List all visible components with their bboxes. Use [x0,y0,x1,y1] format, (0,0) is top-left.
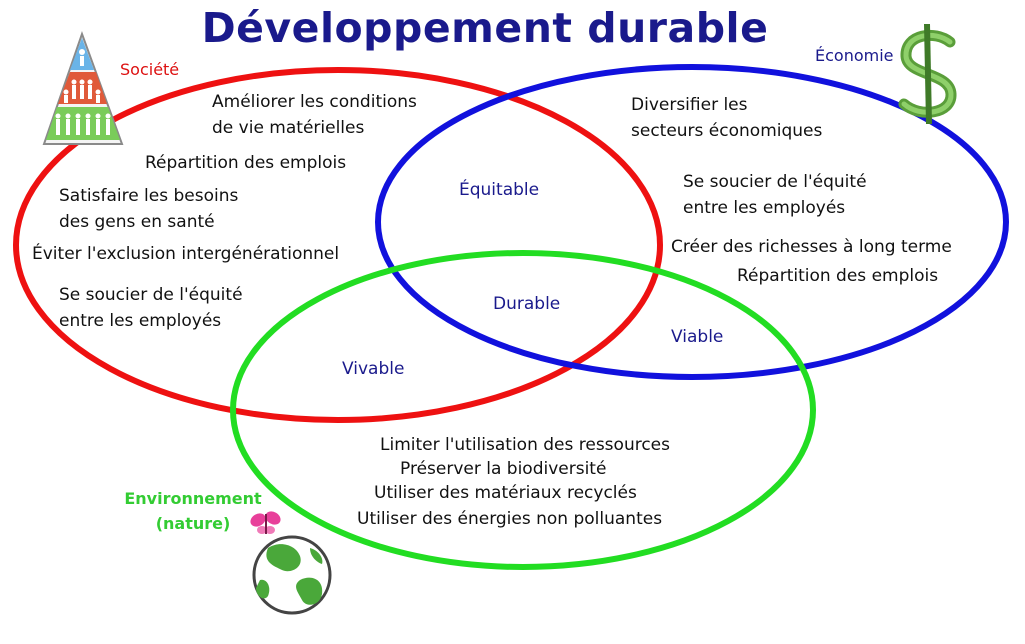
economy-item: Diversifier les [631,95,748,115]
society-label: Société [120,60,180,79]
society-circle [13,67,663,423]
environment-item: Préserver la biodiversité [400,459,607,479]
environment-label: Environnement [124,489,262,508]
economy-item: secteurs économiques [631,121,823,141]
butterfly-icon [250,511,281,534]
society-item: entre les employés [59,311,222,331]
people-pyramid-icon [42,31,124,145]
dollar-sign-icon [898,23,957,125]
economy-item: Créer des richesses à long terme [671,237,952,257]
environment-item: Limiter l'utilisation des ressources [380,435,670,455]
environment-sublabel: (nature) [155,514,231,533]
environment-circle [230,250,816,570]
society-item: Répartition des emplois [145,153,347,173]
environment-item: Utiliser des matériaux recyclés [374,483,637,503]
economy-label: Économie [815,46,894,65]
environment-item: Utiliser des énergies non polluantes [357,509,663,529]
society-item: Satisfaire les besoins [59,186,239,206]
overlap-vivable: Vivable [342,359,405,379]
economy-item: Se soucier de l'équité [683,172,867,192]
society-item: Se soucier de l'équité [59,285,243,305]
society-item: de vie matérielles [212,118,365,138]
page-title: Développement durable [201,4,769,52]
economy-circle [375,64,1009,380]
society-item: Améliorer les conditions [212,92,417,112]
overlap-durable: Durable [493,294,561,314]
overlap-equitable: Équitable [459,180,540,200]
economy-item: entre les employés [683,198,846,218]
society-item: Éviter l'exclusion intergénérationnel [32,244,340,264]
overlap-viable: Viable [671,327,724,347]
economy-item: Répartition des emplois [737,266,939,286]
society-item: des gens en santé [59,212,215,232]
earth-globe-icon [252,535,332,615]
